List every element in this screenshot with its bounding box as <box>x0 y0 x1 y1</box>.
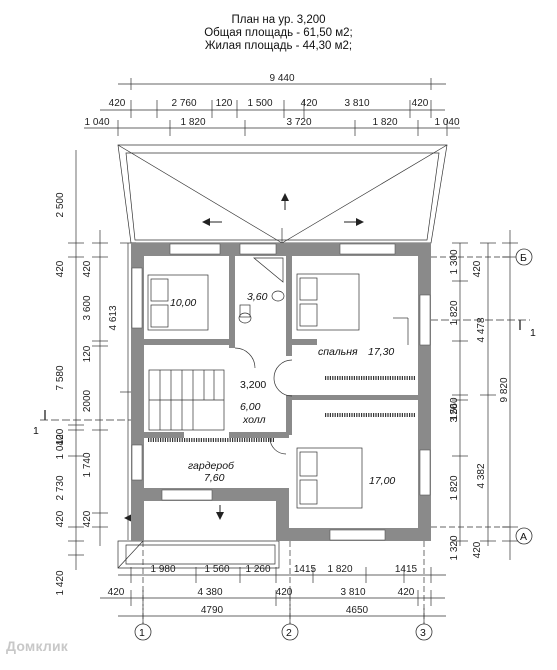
total-area-line: Общая площадь - 61,50 м2; <box>204 27 353 39</box>
dim-bottom-row1: 1 560 <box>204 564 229 575</box>
dim-left-mid: 4 613 <box>108 305 119 330</box>
dim-bottom-row1: 1415 <box>395 564 418 575</box>
dim-bottom-row1: 1 820 <box>327 564 352 575</box>
dim-bottom-row3: 4650 <box>346 605 369 616</box>
dim-left-inner: 420 <box>82 260 93 277</box>
dim-top-row2: 3 720 <box>286 117 311 128</box>
dim-left-outer: 420 <box>55 510 66 527</box>
dim-bottom-row3: 4790 <box>201 605 224 616</box>
dim-left-inner: 420 <box>82 510 93 527</box>
dim-right-outer: 9 820 <box>499 377 510 402</box>
dim-left-outer: 120 <box>55 428 66 445</box>
dim-bottom-row2: 4 380 <box>197 587 222 598</box>
dim-top-row1: 2 760 <box>171 98 196 109</box>
dim-top-row1: 3 810 <box>344 98 369 109</box>
dim-bottom-row1: 1 980 <box>150 564 175 575</box>
dim-bottom-row2: 420 <box>108 587 125 598</box>
dim-top-row2: 1 040 <box>84 117 109 128</box>
bedroom-area: 17,30 <box>368 346 394 358</box>
hall-label: холл <box>242 414 266 426</box>
dim-left-inner: 3 600 <box>82 295 93 320</box>
axis-label-3: 3 <box>420 627 426 639</box>
hall-area: 6,00 <box>240 401 261 413</box>
bath-area: 3,60 <box>247 291 268 303</box>
dim-right-inner: 1 820 <box>449 300 460 325</box>
dim-top-row1: 420 <box>301 98 318 109</box>
watermark: Домклик <box>6 638 68 654</box>
dim-right-inner: 1 820 <box>449 475 460 500</box>
dim-top-total: 9 440 <box>269 73 294 84</box>
dim-right-inner: 120 <box>449 403 460 420</box>
axis-markers <box>134 248 533 641</box>
furniture <box>147 257 415 509</box>
plan-title: План на ур. 3,200 <box>231 14 326 26</box>
dim-right-outer: 420 <box>472 260 483 277</box>
bedroom-label: спальня <box>318 346 358 358</box>
dim-left-outer: 420 <box>55 260 66 277</box>
dim-right-mid: 4 382 <box>476 463 487 488</box>
section-label-right: 1 <box>530 327 536 339</box>
roof-outline <box>117 144 448 569</box>
dim-top-row1: 420 <box>109 98 126 109</box>
dim-top-row2: 1 040 <box>434 117 459 128</box>
dim-left-inner: 120 <box>82 345 93 362</box>
dim-bottom-row2: 420 <box>276 587 293 598</box>
wardrobe-label: гардероб <box>188 460 235 472</box>
dim-left-outer: 7 580 <box>55 365 66 390</box>
dim-right-inner: 3 560 <box>449 397 460 422</box>
dim-left-outer: 2 500 <box>55 192 66 217</box>
living-area-line: Жилая площадь - 44,30 м2; <box>204 40 353 52</box>
dim-left-inner: 1 740 <box>82 452 93 477</box>
axis-label-2: 2 <box>286 627 292 639</box>
dim-bottom-row1: 1415 <box>294 564 317 575</box>
dim-top-row2: 1 820 <box>180 117 205 128</box>
dim-top-row2: 1 820 <box>372 117 397 128</box>
dim-left-outer: 1 420 <box>55 570 66 595</box>
windows <box>131 243 431 541</box>
bed1-area: 10,00 <box>170 297 196 309</box>
dim-right-outer: 420 <box>472 541 483 558</box>
dim-left-outer: 1 040 <box>55 434 66 459</box>
dim-top-row1: 420 <box>412 98 429 109</box>
dim-bottom-row1: 1 260 <box>245 564 270 575</box>
dim-left-inner: 2000 <box>82 389 93 412</box>
dim-top-row1: 120 <box>216 98 233 109</box>
dim-right-inner: 1 320 <box>449 535 460 560</box>
section-label-left: 1 <box>33 425 39 437</box>
dim-bottom-row2: 3 810 <box>340 587 365 598</box>
axis-label-1: 1 <box>139 627 145 639</box>
dim-left-outer: 2 730 <box>55 475 66 500</box>
dim-right-inner: 1 300 <box>449 249 460 274</box>
dim-right-mid: 4 478 <box>476 317 487 342</box>
bed3-area: 17,00 <box>369 475 395 487</box>
dim-top-row1: 1 500 <box>247 98 272 109</box>
wardrobe-area: 7,60 <box>204 472 225 484</box>
dim-bottom-row2: 420 <box>398 587 415 598</box>
level-mark: 3,200 <box>240 379 266 391</box>
axis-label-a: А <box>520 531 527 543</box>
axis-label-b: Б <box>520 252 527 264</box>
